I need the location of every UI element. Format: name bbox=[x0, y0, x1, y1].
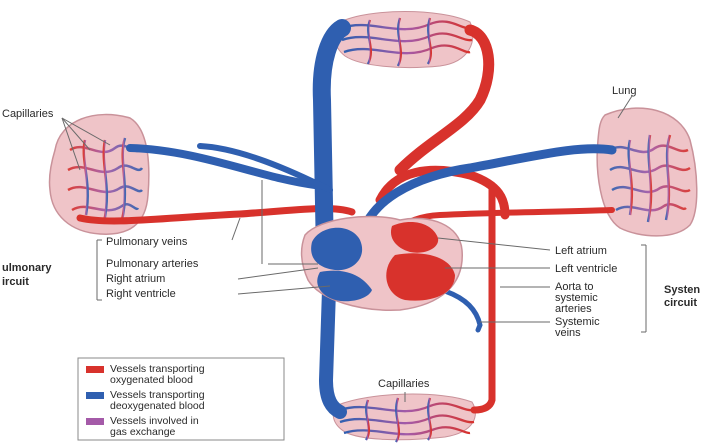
legend-deoxygenated-line2: deoxygenated blood bbox=[110, 400, 205, 412]
label-pulmonary-veins: Pulmonary veins bbox=[106, 236, 188, 248]
label-systemic-veins-line2: veins bbox=[555, 327, 581, 339]
label-capillaries-top-left: Capillaries bbox=[2, 108, 54, 120]
lower-body-capillary-bed bbox=[333, 394, 475, 442]
legend-swatch-oxygenated bbox=[86, 366, 104, 373]
label-systemic-circuit-line2: circuit bbox=[664, 297, 697, 309]
label-left-ventricle: Left ventricle bbox=[555, 263, 617, 275]
label-capillaries-bottom: Capillaries bbox=[378, 378, 430, 390]
legend-swatch-deoxygenated bbox=[86, 392, 104, 399]
label-systemic-circuit-line1: Systen bbox=[664, 284, 700, 296]
legend: Vessels transporting oxygenated blood Ve… bbox=[78, 358, 284, 440]
label-aorta-line3: arteries bbox=[555, 303, 592, 315]
label-pulmonary-arteries: Pulmonary arteries bbox=[106, 258, 199, 270]
label-right-ventricle: Right ventricle bbox=[106, 288, 176, 300]
label-pulmonary-circuit-line1: ulmonary bbox=[2, 262, 52, 274]
left-lung bbox=[49, 115, 148, 235]
upper-body-capillary-bed bbox=[335, 12, 473, 68]
label-right-atrium: Right atrium bbox=[106, 273, 165, 285]
legend-swatch-gas-exchange bbox=[86, 418, 104, 425]
label-pulmonary-circuit-line2: ircuit bbox=[2, 276, 29, 288]
label-lung: Lung bbox=[612, 85, 636, 97]
right-atrium-chamber bbox=[311, 228, 362, 270]
legend-oxygenated-line2: oxygenated blood bbox=[110, 374, 193, 386]
label-left-atrium: Left atrium bbox=[555, 245, 607, 257]
right-lung bbox=[597, 108, 697, 236]
legend-gas-exchange-line2: gas exchange bbox=[110, 426, 176, 438]
heart bbox=[302, 216, 463, 310]
